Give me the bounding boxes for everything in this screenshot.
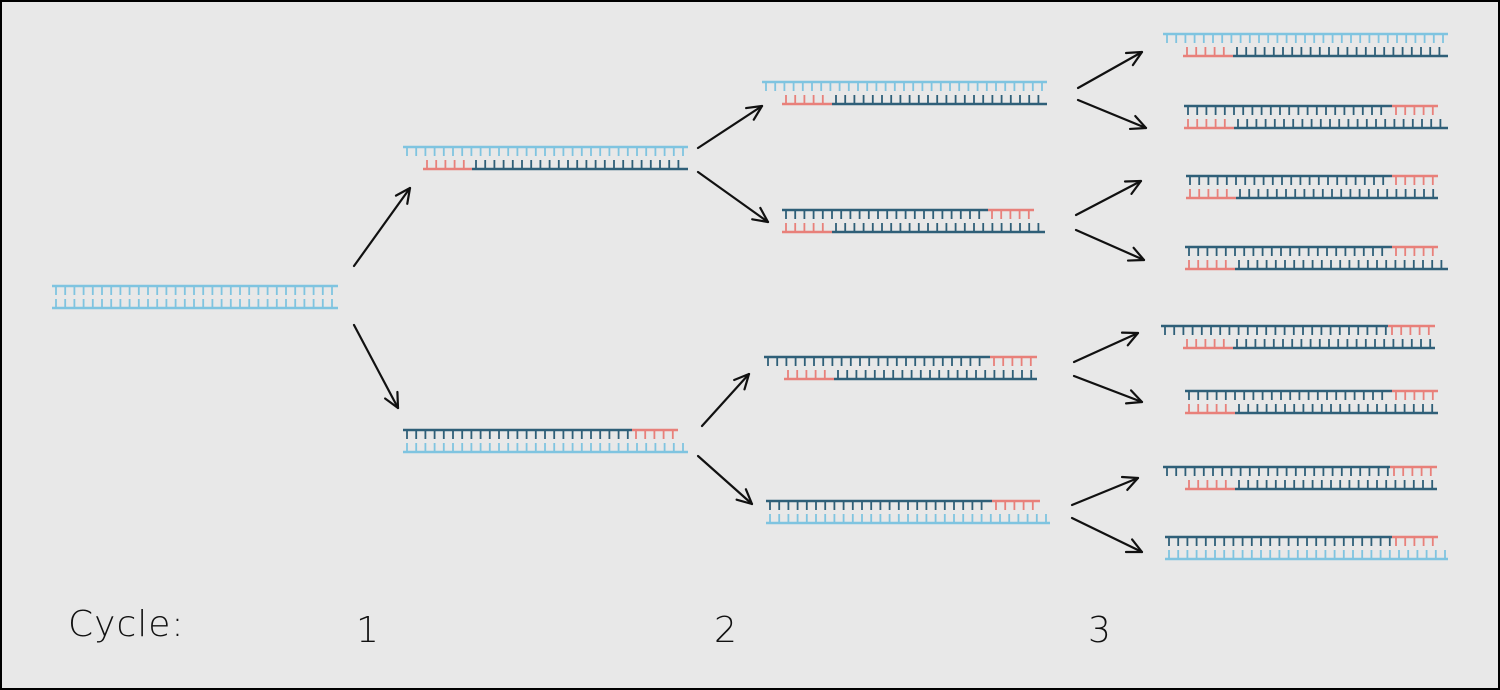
bottom-strand-segment (1233, 339, 1435, 350)
cycle-number-2: 2 (714, 610, 738, 651)
arrow-icon (1074, 179, 1143, 217)
bottom-strand-segment (1235, 480, 1437, 491)
cycle1-product-top (403, 145, 688, 171)
arrow-icon (1076, 98, 1148, 131)
bottom-strand-segment (1233, 47, 1448, 58)
bottom-strand-segment (423, 160, 472, 171)
arrow-icon (1070, 475, 1140, 507)
top-strand-segment (1163, 465, 1390, 476)
bottom-strand-segment (403, 443, 688, 454)
bottom-strand-segment (782, 95, 832, 106)
top-strand-segment (1184, 104, 1392, 115)
cycle1-product-bottom (403, 428, 688, 454)
cycle2-product-3 (764, 355, 1037, 381)
bottom-strand-segment (52, 299, 338, 310)
cycle3-product-8 (1165, 535, 1448, 561)
top-strand-segment (990, 355, 1037, 366)
bottom-strand-segment (1185, 480, 1235, 491)
top-strand-segment (403, 145, 688, 156)
arrow-icon (696, 454, 754, 506)
cycle2-product-4 (766, 499, 1050, 525)
cycle-number-1: 1 (356, 610, 380, 651)
top-strand-segment (1390, 465, 1437, 476)
top-strand-segment (1388, 324, 1435, 335)
arrow-icon (696, 104, 764, 150)
bottom-strand-segment (832, 223, 1045, 234)
cycle2-product-1 (762, 80, 1047, 106)
bottom-strand-segment (784, 370, 834, 381)
top-strand-segment (782, 208, 988, 219)
cycle-label: Cycle: (68, 604, 185, 645)
cycle3-product-6 (1185, 389, 1438, 415)
top-strand-segment (1392, 174, 1438, 185)
bottom-strand-segment (1183, 339, 1233, 350)
arrow-icon (1072, 374, 1144, 405)
bottom-strand-segment (472, 160, 688, 171)
top-strand-segment (1161, 324, 1388, 335)
arrow-icon (1076, 50, 1144, 90)
cycle3-product-7 (1163, 465, 1437, 491)
cycle3-product-2 (1184, 104, 1448, 130)
bottom-strand-segment (1234, 119, 1448, 130)
cycle3-product-3 (1186, 174, 1438, 200)
top-strand-segment (1392, 104, 1438, 115)
bottom-strand-segment (766, 514, 1050, 525)
bottom-strand-segment (1235, 260, 1448, 271)
top-strand-segment (1392, 245, 1438, 256)
top-strand-segment (1392, 389, 1438, 400)
arrow-icon (1074, 228, 1146, 262)
top-strand-segment (1186, 174, 1392, 185)
bottom-strand-segment (1185, 404, 1235, 415)
arrow-icon (700, 372, 751, 428)
bottom-strand-segment (1235, 404, 1438, 415)
top-strand-segment (1185, 389, 1392, 400)
top-strand-segment (1392, 535, 1438, 546)
top-strand-segment (764, 355, 990, 366)
cycle-number-3: 3 (1088, 610, 1112, 651)
original-dna (52, 284, 338, 310)
bottom-strand-segment (1183, 47, 1233, 58)
bottom-strand-segment (1186, 189, 1236, 200)
top-strand-segment (766, 499, 992, 510)
cycle2-product-2 (782, 208, 1045, 234)
bottom-strand-segment (782, 223, 832, 234)
bottom-strand-segment (834, 370, 1037, 381)
top-strand-segment (992, 499, 1040, 510)
top-strand-segment (1165, 535, 1392, 546)
bottom-strand-segment (1165, 550, 1448, 561)
bottom-strand-segment (1184, 119, 1234, 130)
arrow-icon (1070, 516, 1144, 554)
top-strand-segment (1163, 32, 1448, 43)
arrow-icon (352, 186, 412, 268)
arrow-icon (696, 170, 770, 224)
arrow-icon (352, 323, 400, 410)
bottom-strand-segment (1185, 260, 1235, 271)
cycle3-product-4 (1185, 245, 1448, 271)
top-strand-segment (1185, 245, 1392, 256)
cycle3-product-5 (1161, 324, 1435, 350)
cycle3-product-1 (1163, 32, 1448, 58)
bottom-strand-segment (1236, 189, 1438, 200)
top-strand-segment (632, 428, 678, 439)
top-strand-segment (988, 208, 1034, 219)
arrow-icon (1072, 331, 1140, 364)
top-strand-segment (762, 80, 1047, 91)
bottom-strand-segment (832, 95, 1047, 106)
top-strand-segment (52, 284, 338, 295)
top-strand-segment (403, 428, 632, 439)
